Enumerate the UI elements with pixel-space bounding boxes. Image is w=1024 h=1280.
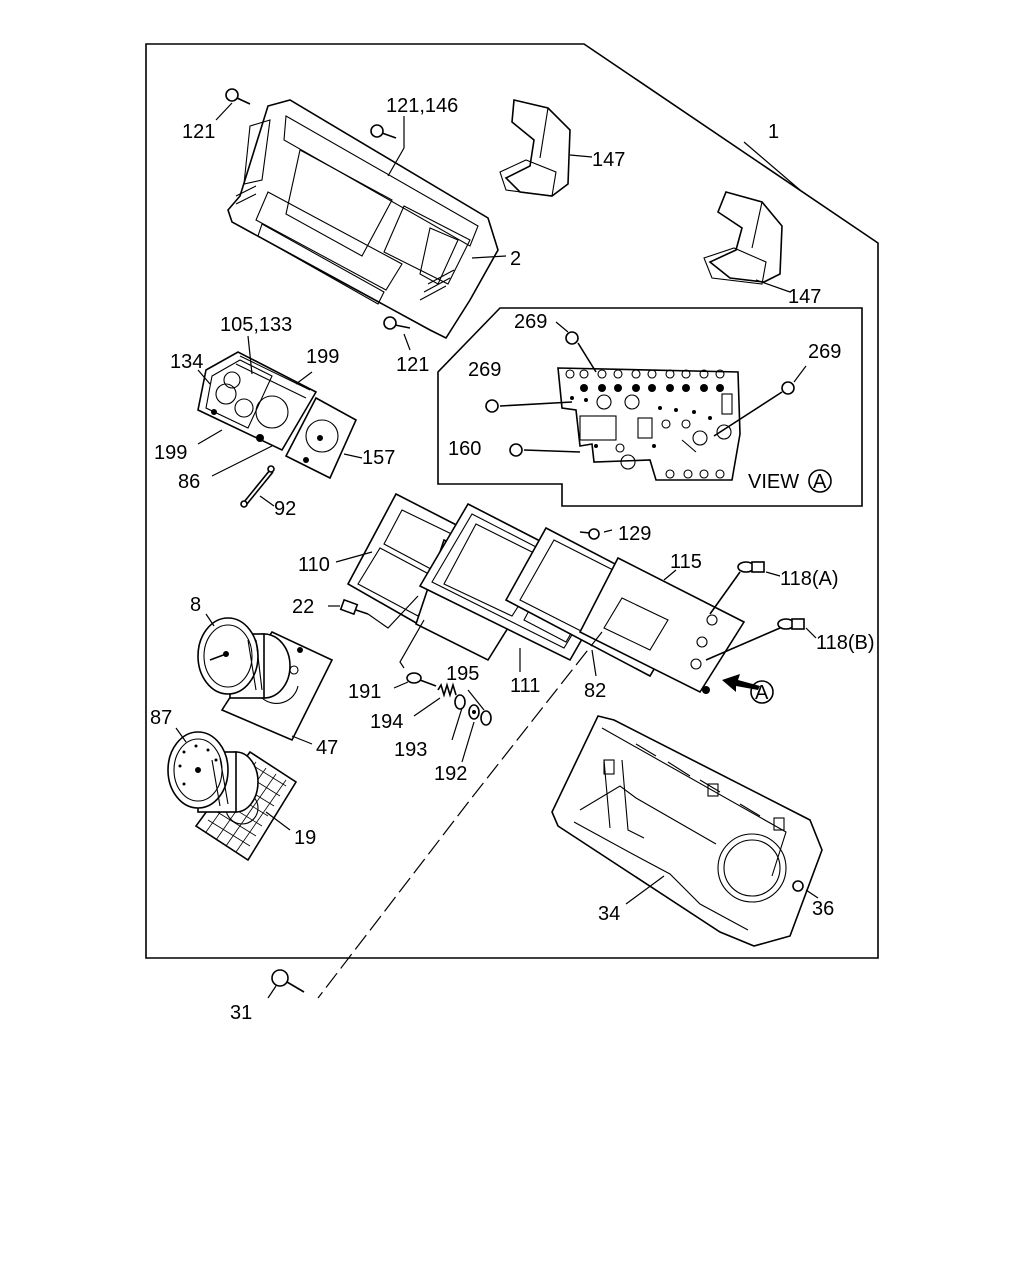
label-121-bottom: 121 [396, 354, 429, 376]
label-192: 192 [434, 763, 467, 785]
label-194: 194 [370, 711, 403, 733]
screw-121-bottom [383, 316, 411, 330]
label-118b: 118(B) [816, 632, 875, 654]
instrument-housing [227, 99, 499, 340]
label-110: 110 [298, 554, 330, 576]
small-gauge-panel [197, 351, 318, 452]
label-105-133: 105,133 [220, 314, 292, 336]
label-view-a-mark: A [813, 471, 827, 493]
label-118a: 118(A) [780, 568, 839, 590]
label-160: 160 [448, 438, 481, 460]
screw-269-left [485, 399, 573, 413]
spring-194 [437, 682, 457, 698]
bolt-191 [406, 672, 437, 687]
label-129: 129 [618, 523, 651, 545]
view-a-inset-circle [808, 469, 832, 493]
label-269-left: 269 [468, 359, 501, 381]
screw-129 [579, 528, 600, 540]
bulb-118-b [705, 618, 805, 661]
label-92: 92 [274, 498, 296, 520]
label-arrow-a: A [755, 682, 769, 704]
cap-195 [480, 710, 492, 726]
washer-193 [454, 694, 466, 710]
label-22: 22 [292, 596, 314, 618]
screw-160 [509, 443, 581, 457]
label-157: 157 [362, 447, 395, 469]
label-19: 19 [294, 827, 316, 849]
screw-269-top [565, 331, 597, 373]
bulb-92 [240, 465, 275, 508]
bulb-118-a [709, 561, 765, 615]
label-view-a: VIEW [748, 471, 799, 493]
label-191: 191 [348, 681, 381, 703]
label-86: 86 [178, 471, 200, 493]
label-34: 34 [598, 903, 620, 925]
nut-192 [468, 704, 480, 720]
label-199-lower: 199 [154, 442, 187, 464]
label-269-top: 269 [514, 311, 547, 333]
circuit-board-view-a [557, 367, 741, 481]
lower-case-34 [551, 715, 823, 947]
clip-147-upper [499, 99, 571, 197]
label-199-upper: 199 [306, 346, 339, 368]
screw-31 [271, 969, 305, 993]
screw-22 [339, 598, 369, 616]
label-134: 134 [170, 351, 203, 373]
screw-121-146 [370, 124, 397, 139]
label-1: 1 [768, 121, 779, 143]
label-147-lower: 147 [788, 286, 821, 308]
label-269-right: 269 [808, 341, 841, 363]
gauge-8 [197, 617, 291, 699]
panel-115 [578, 556, 746, 694]
label-121-top: 121 [182, 121, 215, 143]
gauge-87 [167, 731, 259, 813]
label-82: 82 [584, 680, 606, 702]
screw-121-top [225, 88, 251, 105]
gauge-plate-157 [284, 396, 358, 480]
label-111: 111 [510, 675, 540, 697]
screw-36 [792, 880, 804, 892]
view-a-inset-border [437, 307, 863, 507]
label-47: 47 [316, 737, 338, 759]
label-87: 87 [150, 707, 172, 729]
label-8: 8 [190, 594, 201, 616]
label-31: 31 [230, 1002, 252, 1024]
assembly-border [145, 43, 879, 959]
label-36: 36 [812, 898, 834, 920]
label-195: 195 [446, 663, 479, 685]
label-193: 193 [394, 739, 427, 761]
label-147-upper: 147 [592, 149, 625, 171]
view-arrow-a [722, 674, 774, 704]
label-115: 115 [670, 551, 702, 573]
screw-269-right [713, 381, 795, 437]
label-2: 2 [510, 248, 521, 270]
clip-147-lower [703, 191, 783, 285]
label-121-146: 121,146 [386, 95, 458, 117]
